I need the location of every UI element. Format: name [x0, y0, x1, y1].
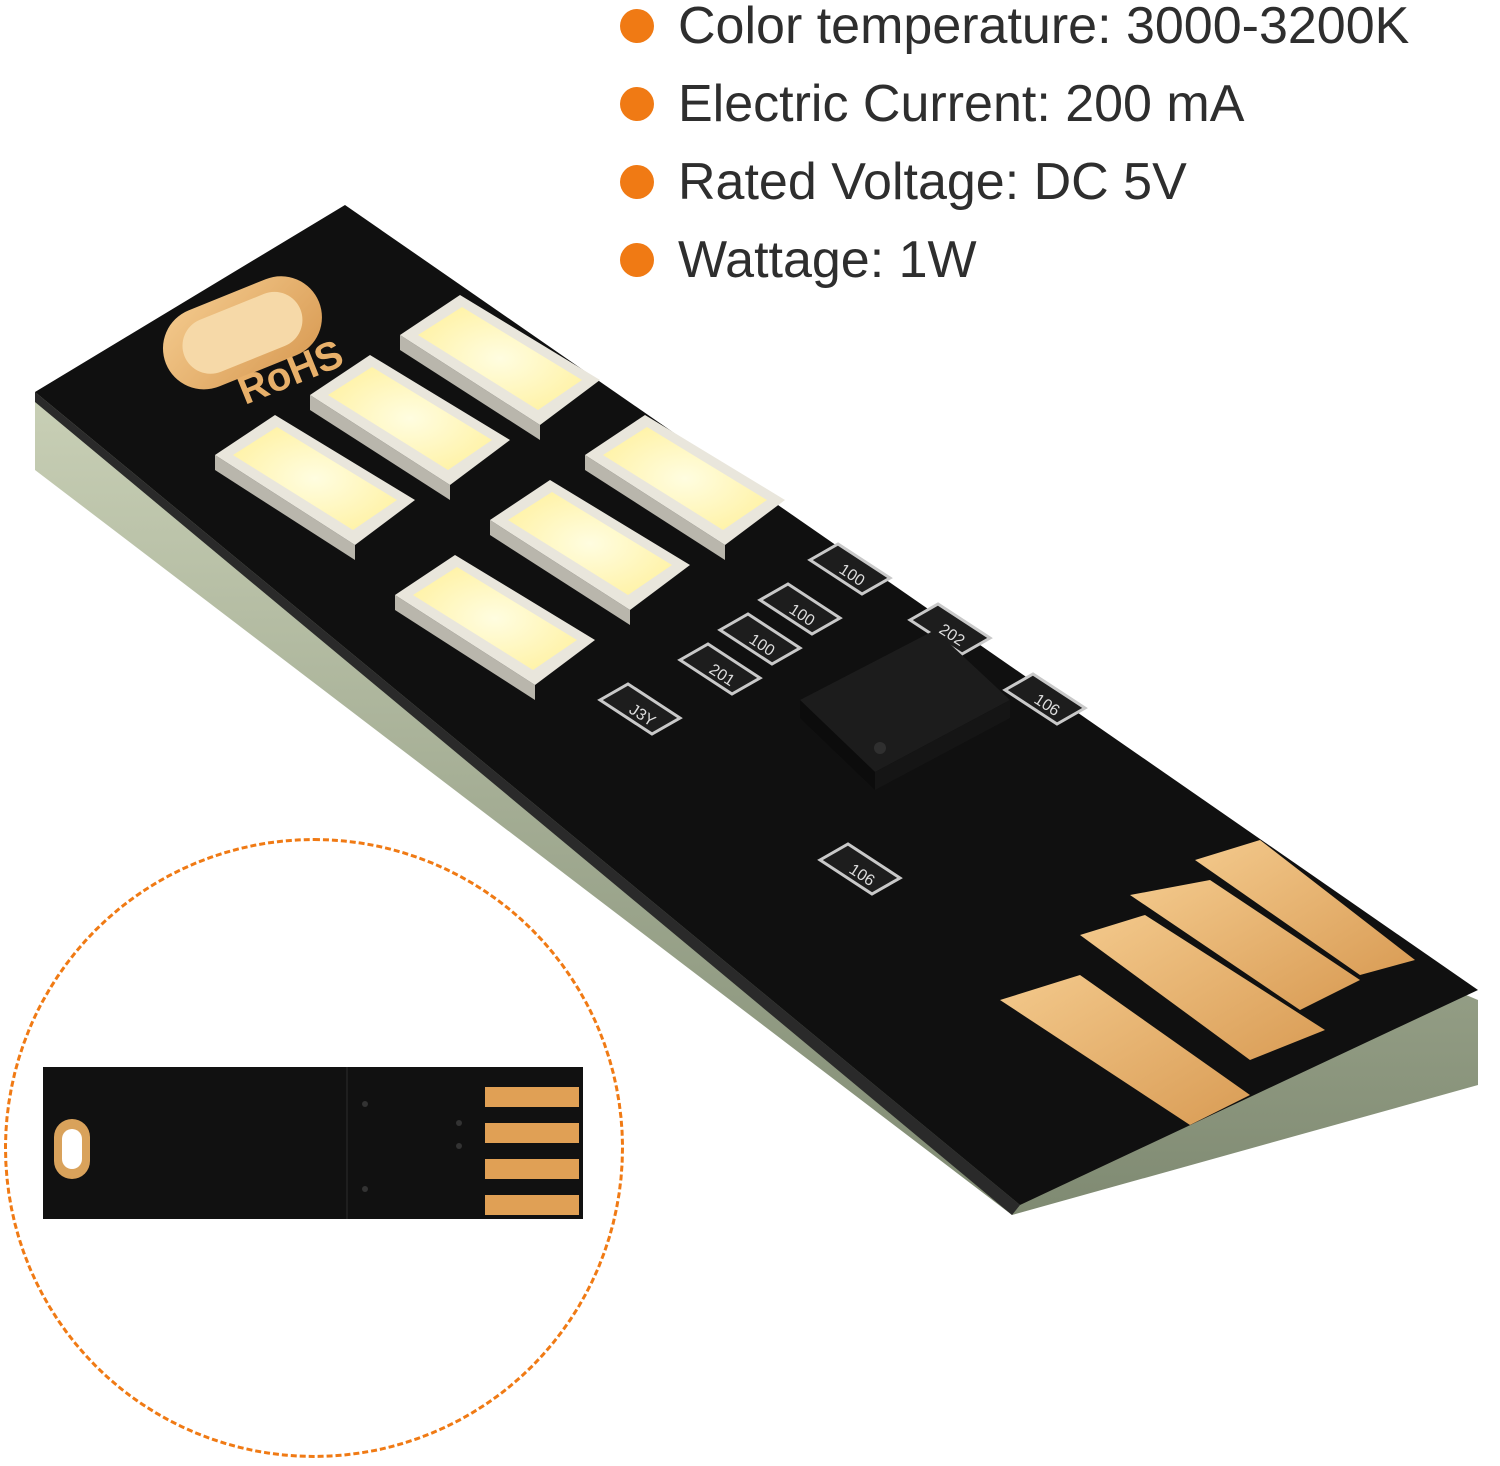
spec-item: Wattage: 1W: [620, 234, 1500, 312]
bullet-dot-icon: [620, 87, 654, 121]
led-chip: [490, 480, 690, 625]
mounting-hole: [162, 276, 322, 390]
led-array: [215, 295, 785, 700]
bullet-dot-icon: [620, 165, 654, 199]
led-chip: [395, 555, 595, 700]
spec-text: Rated Voltage: DC 5V: [678, 153, 1187, 211]
bullet-dot-icon: [620, 243, 654, 277]
smd-resistor: 202: [907, 602, 993, 656]
led-chip: [585, 415, 785, 560]
led-chip: [400, 295, 600, 440]
bullet-dot-icon: [620, 9, 654, 43]
led-chip: [310, 355, 510, 500]
spec-text: Wattage: 1W: [678, 231, 977, 289]
spec-item: Color temperature: 3000-3200K: [620, 0, 1500, 78]
controller-chip: [800, 630, 1010, 790]
smd-resistor: 100: [757, 582, 843, 636]
usb-contacts: [1000, 840, 1415, 1125]
smd-resistor: J3Y: [597, 682, 683, 736]
spec-item: Rated Voltage: DC 5V: [620, 156, 1500, 234]
led-chip: [215, 415, 415, 560]
inset-circle: [4, 838, 624, 1458]
board-top-view: [43, 1067, 583, 1219]
smd-resistor: 201: [677, 642, 763, 696]
smd-resistor: 100: [807, 542, 893, 596]
spec-item: Electric Current: 200 mA: [620, 78, 1500, 156]
spec-list: Color temperature: 3000-3200K Electric C…: [620, 0, 1500, 312]
spec-text: Electric Current: 200 mA: [678, 75, 1245, 133]
spec-text: Color temperature: 3000-3200K: [678, 0, 1410, 55]
smd-resistor: 100: [717, 612, 803, 666]
